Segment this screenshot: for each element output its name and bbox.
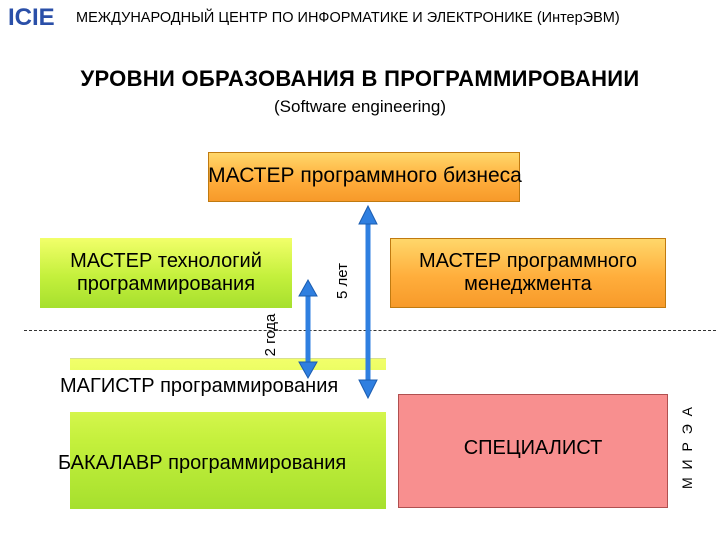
- five-years-label: 5 лет: [334, 263, 351, 299]
- two-years-label: 2 года: [262, 313, 279, 357]
- specialist-label: СПЕЦИАЛИСТ: [463, 437, 603, 459]
- master-mgmt-label-2: менеджмента: [464, 273, 592, 295]
- organization-name: МЕЖДУНАРОДНЫЙ ЦЕНТР ПО ИНФОРМАТИКЕ И ЭЛЕ…: [76, 10, 620, 26]
- icie-logo: ICIE: [8, 4, 55, 31]
- master-management-box: МАСТЕР программного менеджмента: [390, 238, 666, 308]
- master-tech-label-1: МАСТЕР технологий: [70, 250, 262, 272]
- magistr-label-strip: [70, 370, 400, 412]
- mirea-side-label: М И Р Э А: [679, 404, 695, 490]
- two-years-arrow: [298, 278, 318, 380]
- master-business-box: [208, 152, 520, 202]
- magistr-label: МАГИСТР программирования: [60, 375, 339, 397]
- master-mgmt-label-1: МАСТЕР программного: [418, 250, 638, 272]
- page-subtitle: (Software engineering): [274, 97, 446, 116]
- bakalavr-label: БАКАЛАВР программирования: [58, 452, 347, 474]
- specialist-box: СПЕЦИАЛИСТ: [398, 394, 668, 508]
- five-years-arrow: [358, 204, 378, 400]
- master-business-label: МАСТЕР программного бизнеса: [208, 164, 522, 187]
- master-tech-label-2: программирования: [76, 273, 256, 295]
- master-tech-box: МАСТЕР технологий программирования: [40, 238, 292, 308]
- page-title: УРОВНИ ОБРАЗОВАНИЯ В ПРОГРАММИРОВАНИИ: [80, 66, 640, 91]
